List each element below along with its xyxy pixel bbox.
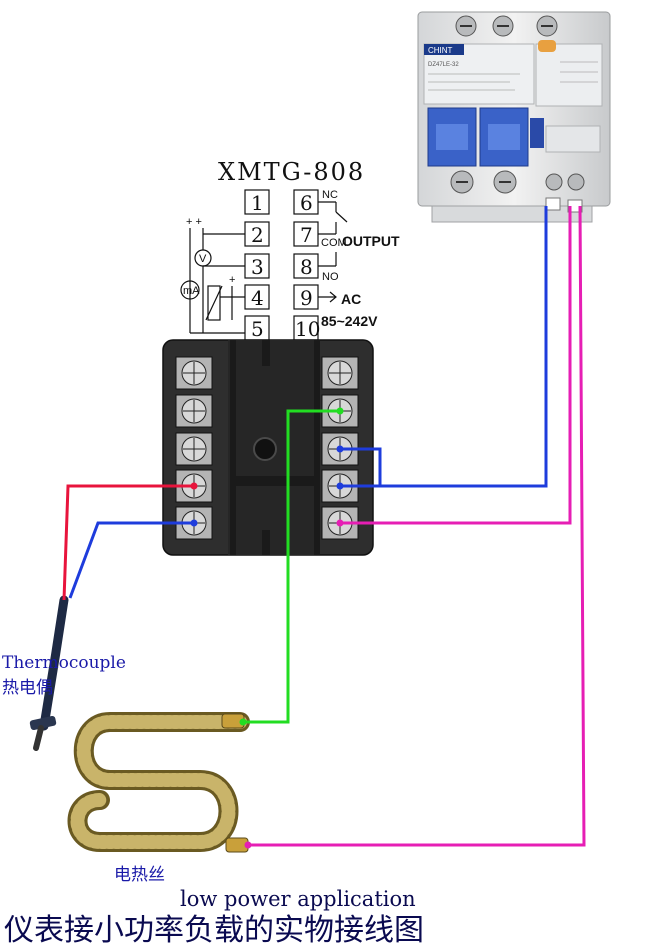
terminal-10: 10 (295, 317, 320, 341)
terminal-3: 3 (251, 255, 264, 279)
tip-magenta-heater (244, 841, 252, 849)
tip-blue-tc (190, 519, 198, 527)
tip-green-heater (239, 718, 247, 726)
heating-element (67, 712, 250, 853)
label-voltage: 85~242V (321, 313, 378, 329)
terminal-8: 8 (300, 255, 313, 279)
tip-blue-9 (336, 482, 344, 490)
tip-magenta (336, 519, 344, 527)
label-plus-plus: + + (186, 216, 202, 228)
diagram-title: 仪表接小功率负载的实物接线图 (4, 913, 424, 947)
thermocouple-label-zh: 热电偶 (2, 678, 53, 698)
wire-blue-thermocouple (68, 521, 194, 599)
terminal-6: 6 (300, 191, 313, 215)
terminal-9: 9 (300, 286, 313, 310)
wire-magenta-controller (340, 206, 572, 525)
thermocouple-label-en: Thermocouple (2, 653, 126, 673)
tip-red (190, 482, 198, 490)
controller-body (162, 339, 374, 556)
circuit-breaker: CHINT DZ47LE-32 (417, 11, 611, 223)
label-ac: AC (341, 291, 361, 307)
label-volt-meter: V (199, 253, 207, 265)
terminal-schematic (180, 189, 348, 341)
heater-label-zh: 电热丝 (114, 865, 165, 885)
label-com: COM (321, 237, 347, 249)
wire-magenta-heater (248, 205, 586, 847)
terminal-5: 5 (251, 317, 264, 341)
wires (62, 205, 586, 847)
tip-blue-8 (336, 445, 344, 453)
breaker-model: DZ47LE-32 (428, 62, 459, 68)
thermocouple-probe (29, 595, 69, 751)
terminal-2: 2 (251, 223, 264, 247)
label-plus: + (229, 274, 235, 286)
left-terminal-block (175, 356, 213, 540)
heater-label-en: low power application (180, 887, 416, 911)
label-milliamp-meter: mA (183, 285, 200, 297)
label-nc: NC (322, 189, 338, 201)
tip-green (336, 407, 344, 415)
model-label: XMTG-808 (218, 158, 365, 186)
wire-red-thermocouple (62, 484, 194, 601)
breaker-brand: CHINT (428, 46, 453, 55)
wire-blue-breaker (340, 206, 548, 488)
terminal-1: 1 (251, 191, 264, 215)
label-output: OUTPUT (342, 233, 400, 249)
label-no: NO (322, 271, 339, 283)
wire-green-heater (243, 409, 340, 724)
terminal-4: 4 (251, 286, 264, 310)
terminal-7: 7 (300, 223, 313, 247)
